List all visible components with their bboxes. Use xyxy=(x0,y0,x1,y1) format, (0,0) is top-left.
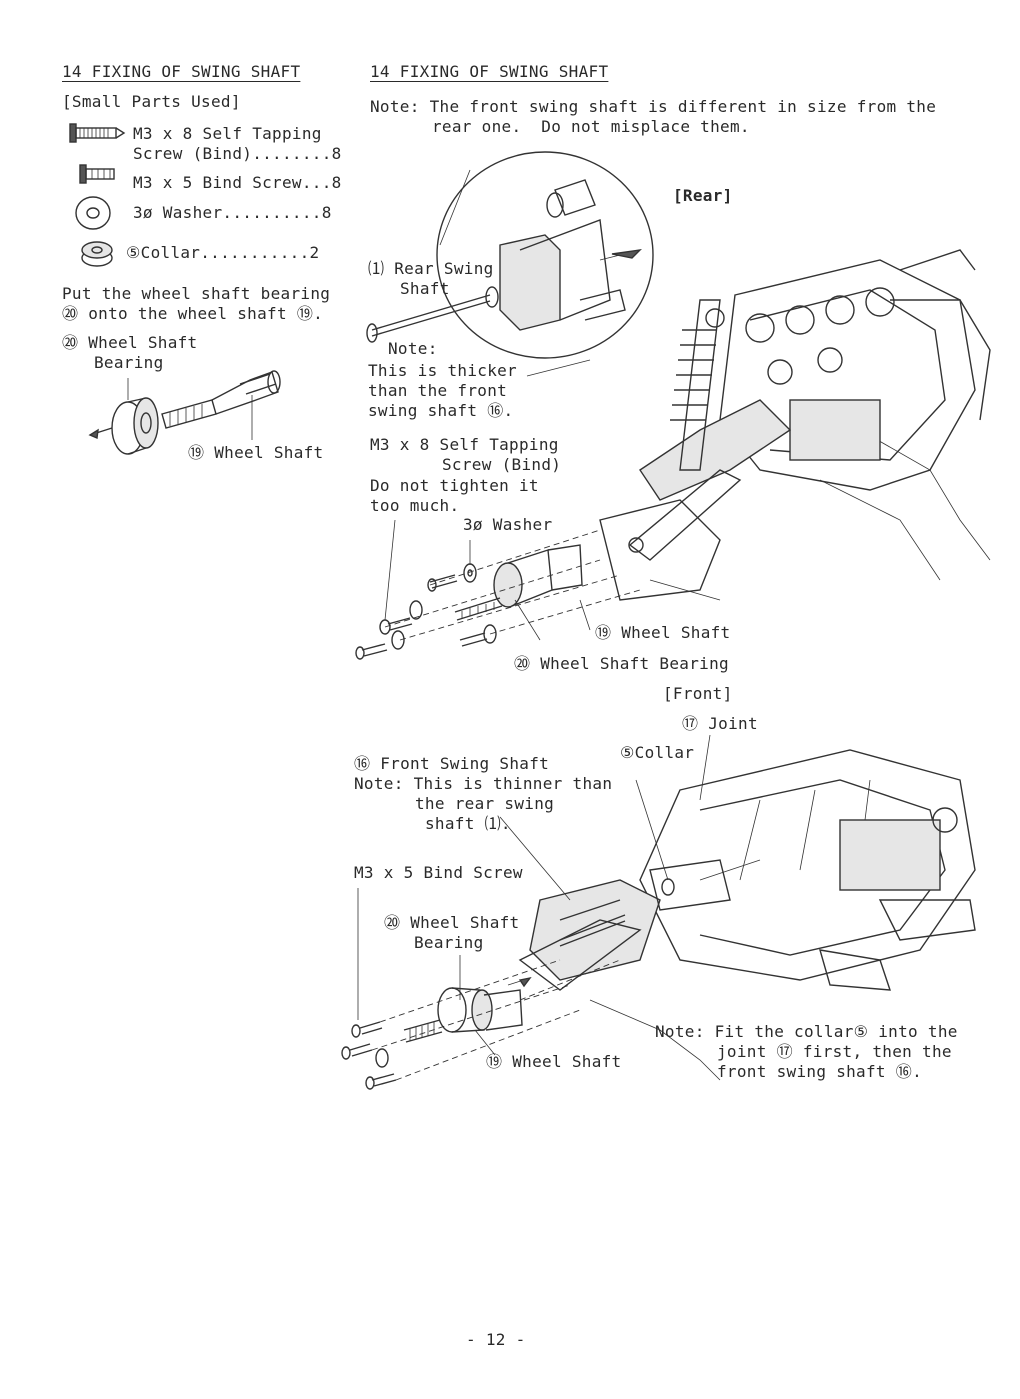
rear-washer-label: 3ø Washer xyxy=(463,515,553,534)
collar-icon xyxy=(81,241,113,267)
rear-swing-shaft-line1: ⑴ Rear Swing xyxy=(368,259,494,278)
left-bearing-label-line2: Bearing xyxy=(94,353,164,372)
front-note-line3: shaft ⑴. xyxy=(425,814,511,833)
front-swing-shaft-label: ⑯ Front Swing Shaft xyxy=(354,754,550,773)
rear-wheel-shaft-label: ⑲ Wheel Shaft xyxy=(595,623,731,642)
front-chassis-drawing xyxy=(518,749,976,1081)
rear-note-text-line1: This is thicker xyxy=(368,361,517,380)
left-section-title: 14 FIXING OF SWING SHAFT xyxy=(62,62,301,81)
rear-screw-line1: M3 x 8 Self Tapping xyxy=(370,435,559,454)
rear-section-label: [Rear] xyxy=(673,186,733,205)
bearing-onto-shaft-illustration xyxy=(88,370,281,455)
front-bearing-line2: Bearing xyxy=(414,933,484,952)
rear-detail-circle xyxy=(366,151,654,359)
front-section-label: [Front] xyxy=(663,684,733,703)
fit-note-line3: front swing shaft ⑯. xyxy=(717,1062,923,1081)
rear-note-label: Note: xyxy=(388,339,438,358)
instruction-line2: ⑳ onto the wheel shaft ⑲. xyxy=(62,304,324,323)
rear-screw-line2: Screw (Bind) xyxy=(442,455,562,474)
size-note-line2: rear one. Do not misplace them. xyxy=(432,117,750,136)
front-wheel-shaft-label: ⑲ Wheel Shaft xyxy=(486,1052,622,1071)
front-joint-label: ⑰ Joint xyxy=(682,714,758,733)
front-note-line2: the rear swing xyxy=(415,794,555,813)
tapping-screw-icon xyxy=(69,123,126,143)
washer-icon xyxy=(75,196,111,230)
part-bind-screw: M3 x 5 Bind Screw...8 xyxy=(133,173,342,192)
page-number: - 12 - xyxy=(466,1330,526,1349)
fit-note-line1: Note: Fit the collar⑤ into the xyxy=(655,1022,958,1041)
part-collar: ⑤Collar...........2 xyxy=(126,243,320,262)
rear-tighten-line1: Do not tighten it xyxy=(370,476,539,495)
front-bind-screw-label: M3 x 5 Bind Screw xyxy=(354,863,523,882)
rear-bearing-label: ⑳ Wheel Shaft Bearing xyxy=(514,654,729,673)
rear-exploded-hardware xyxy=(355,519,641,660)
rear-chassis-drawing xyxy=(599,249,991,601)
part-tapping-screw-line1: M3 x 8 Self Tapping xyxy=(133,124,322,143)
rear-note-text-line2: than the front xyxy=(368,381,508,400)
part-washer: 3ø Washer..........8 xyxy=(133,203,332,222)
instruction-line1: Put the wheel shaft bearing xyxy=(62,284,331,303)
rear-tighten-line2: too much. xyxy=(370,496,460,515)
front-exploded-hardware xyxy=(341,959,621,1090)
rear-swing-shaft-line2: Shaft xyxy=(400,279,450,298)
left-shaft-label: ⑲ Wheel Shaft xyxy=(188,443,324,462)
left-bearing-label-line1: ⑳ Wheel Shaft xyxy=(62,333,198,352)
rear-note-text-line3: swing shaft ⑯. xyxy=(368,401,514,420)
parts-heading: [Small Parts Used] xyxy=(62,92,241,111)
front-note-line1: Note: This is thinner than xyxy=(354,774,613,793)
size-note-line1: Note: The front swing shaft is different… xyxy=(370,97,937,116)
fit-note-line2: joint ⑰ first, then the xyxy=(717,1042,952,1061)
part-tapping-screw-line2: Screw (Bind)........8 xyxy=(133,144,342,163)
right-section-title: 14 FIXING OF SWING SHAFT xyxy=(370,62,609,81)
front-collar-label: ⑤Collar xyxy=(620,743,695,762)
bind-screw-icon xyxy=(79,164,115,184)
front-bearing-line1: ⑳ Wheel Shaft xyxy=(384,913,520,932)
